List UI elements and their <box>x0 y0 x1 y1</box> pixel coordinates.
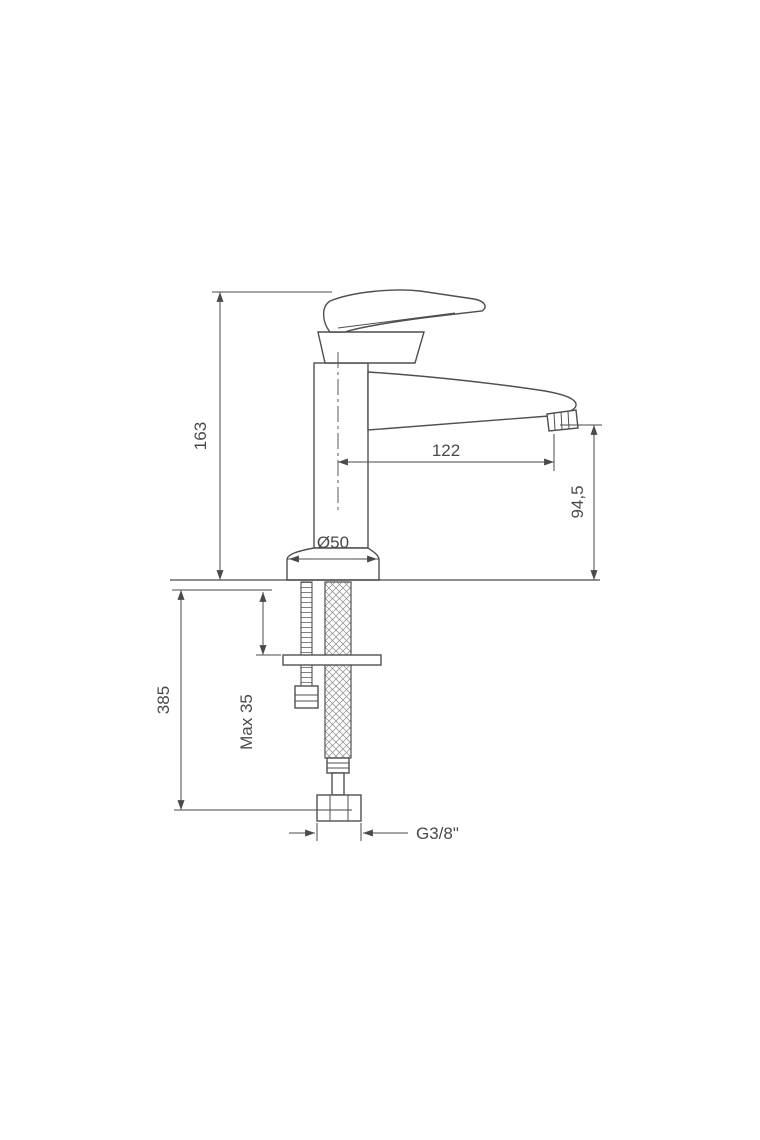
dimension-below-deck-length: 385 <box>154 590 352 811</box>
spout-aerator <box>546 409 579 432</box>
faucet-body-group <box>286 289 579 581</box>
dim-label-thread: G3/8" <box>416 824 459 843</box>
faucet-spout <box>367 371 577 431</box>
dimension-spout-reach: 122 <box>338 434 555 471</box>
base-flange <box>286 547 380 581</box>
hose-tube <box>331 772 345 796</box>
dimension-total-height: 163 <box>191 291 332 580</box>
handle-cap <box>317 331 425 364</box>
faucet-body <box>313 362 369 549</box>
lever-seam <box>337 312 456 329</box>
dim-label-below-deck-length: 385 <box>154 686 173 714</box>
dimension-thread: G3/8" <box>289 823 459 843</box>
clamping-washer <box>282 654 382 666</box>
dim-label-outlet-height: 94,5 <box>568 485 587 518</box>
dimension-max-deck-thickness: Max 35 <box>237 592 281 750</box>
dimension-outlet-height: 94,5 <box>560 424 602 580</box>
stud-nut <box>294 685 319 709</box>
dimension-base-diameter: Ø50 <box>289 533 377 563</box>
dim-label-total-height: 163 <box>191 422 210 450</box>
dim-label-max-deck-thickness: Max 35 <box>237 694 256 750</box>
hose-fitting <box>326 757 350 774</box>
below-deck-parts <box>282 581 382 822</box>
dim-label-base-diameter: Ø50 <box>317 533 349 552</box>
hose-hex-nut <box>316 794 362 822</box>
flexible-hose <box>324 581 352 759</box>
dim-label-spout-reach: 122 <box>432 441 460 460</box>
lever-handle <box>322 289 486 333</box>
